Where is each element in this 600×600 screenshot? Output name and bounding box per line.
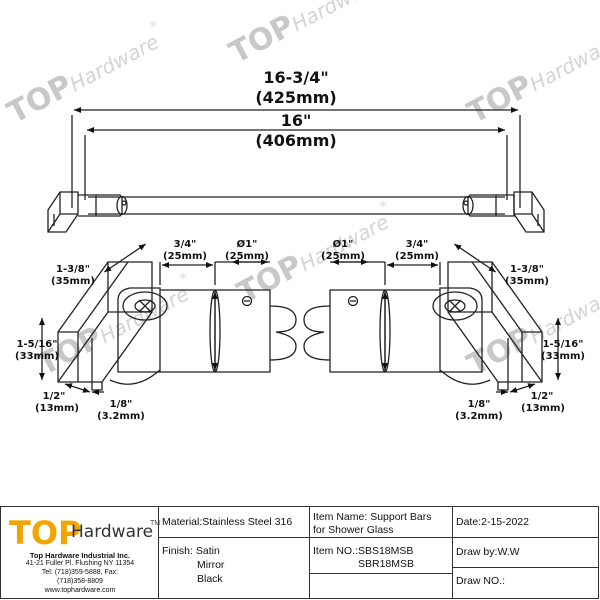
material-cell: Material:Stainless Steel 316 (162, 516, 292, 528)
company-website: www.tophardware.com (44, 587, 116, 594)
right-gap-metric: (13mm) (521, 403, 565, 414)
company-cell: TOP Hardware TM Top Hardware Industrial … (1, 507, 160, 598)
right-tube-imperial: Ø1" (332, 239, 354, 250)
company-logo: TOP Hardware TM (7, 510, 160, 552)
draw-no-label: Draw NO.: (456, 575, 506, 587)
right-plate-imperial: 1/8" (467, 399, 491, 410)
drawing-lines (39, 107, 561, 395)
right-bracket-width-dim (453, 243, 497, 273)
left-tube-imperial: Ø1" (236, 239, 258, 250)
left-gap-dim (64, 383, 91, 393)
right-gap-dim (509, 383, 536, 393)
right-height-metric: (33mm) (541, 351, 585, 362)
left-plate-metric: (3.2mm) (97, 411, 145, 422)
item-no-cell: Item NO.:SBS18MSB (313, 545, 413, 557)
company-name: Top Hardware Industrial Inc. (29, 551, 131, 560)
draw-by-label: Draw by: (456, 546, 498, 558)
company-fax: (718)358-8809 (57, 578, 103, 585)
overall-length-imperial: 16-3/4" (263, 68, 329, 87)
item-name-value-2: for Shower Glass (313, 524, 394, 536)
right-plate-metric: (3.2mm) (455, 411, 503, 422)
right-gap-imperial: 1/2" (530, 391, 554, 402)
date-value: 2-15-2022 (481, 516, 529, 528)
material-value: Stainless Steel 316 (202, 516, 293, 528)
left-plate-imperial: 1/8" (109, 399, 133, 410)
finish-value-black: Black (197, 573, 223, 585)
right-bracket-width-metric: (35mm) (505, 276, 549, 287)
date-label: Date: (456, 516, 482, 528)
left-sleeve-imperial: 3/4" (173, 239, 197, 250)
item-name-value-1: Support Bars (370, 511, 432, 523)
finish-label: Finish: (162, 545, 193, 557)
right-sleeve-metric: (25mm) (395, 251, 439, 262)
finish-value-satin: Satin (195, 545, 220, 557)
item-no-2: SBR18MSB (358, 558, 415, 570)
logo-trademark: TM (150, 520, 161, 527)
company-tel: Tel: (718)359-5888, Fax: (41, 569, 119, 576)
left-swivel (122, 291, 168, 321)
left-height-imperial: 1-5/16" (16, 339, 58, 350)
draw-by-cell: Draw by:W.W (456, 546, 520, 558)
logo-hardware-text: Hardware (71, 522, 154, 542)
left-gap-metric: (13mm) (35, 403, 79, 414)
left-tube-metric: (25mm) (225, 251, 269, 262)
right-swivel (432, 291, 478, 321)
left-sleeve-metric: (25mm) (163, 251, 207, 262)
logo-top-text: TOP (9, 514, 82, 552)
technical-drawing: TOPHardware® TOPHardware® TOPHardware® T… (2, 0, 600, 422)
item-name-cell: Item Name: Support Bars for Shower Glass (313, 511, 431, 537)
right-sleeve-imperial: 3/4" (405, 239, 429, 250)
bar-length-metric: (406mm) (255, 131, 337, 150)
left-bracket-width-imperial: 1-3/8" (56, 264, 90, 275)
left-height-metric: (33mm) (15, 351, 59, 362)
right-bracket-width-imperial: 1-3/8" (510, 264, 544, 275)
left-gap-imperial: 1/2" (42, 391, 66, 402)
draw-no-cell: Draw NO.: (456, 575, 505, 587)
overall-length-metric: (425mm) (255, 88, 337, 107)
left-bracket-width-dim (103, 243, 147, 273)
bar-length-imperial: 16" (280, 111, 312, 130)
right-height-imperial: 1-5/16" (542, 339, 584, 350)
bar-outline (88, 196, 505, 215)
draw-by-value: W.W (497, 546, 520, 558)
company-address: 41-21 Fuller Pl. Flushing NY 11354 (25, 560, 135, 567)
title-block: TOP Hardware TM Top Hardware Industrial … (0, 506, 599, 599)
material-label: Material: (162, 516, 203, 528)
finish-value-mirror: Mirror (197, 559, 225, 571)
date-cell: Date:2-15-2022 (456, 516, 529, 528)
item-no-1: SBS18MSB (357, 545, 414, 557)
right-tube-metric: (25mm) (321, 251, 365, 262)
item-name-label: Item Name: (313, 511, 368, 523)
left-bracket-width-metric: (35mm) (51, 276, 95, 287)
item-no-label: Item NO.: (313, 545, 358, 557)
finish-cell: Finish: Satin (162, 545, 220, 557)
